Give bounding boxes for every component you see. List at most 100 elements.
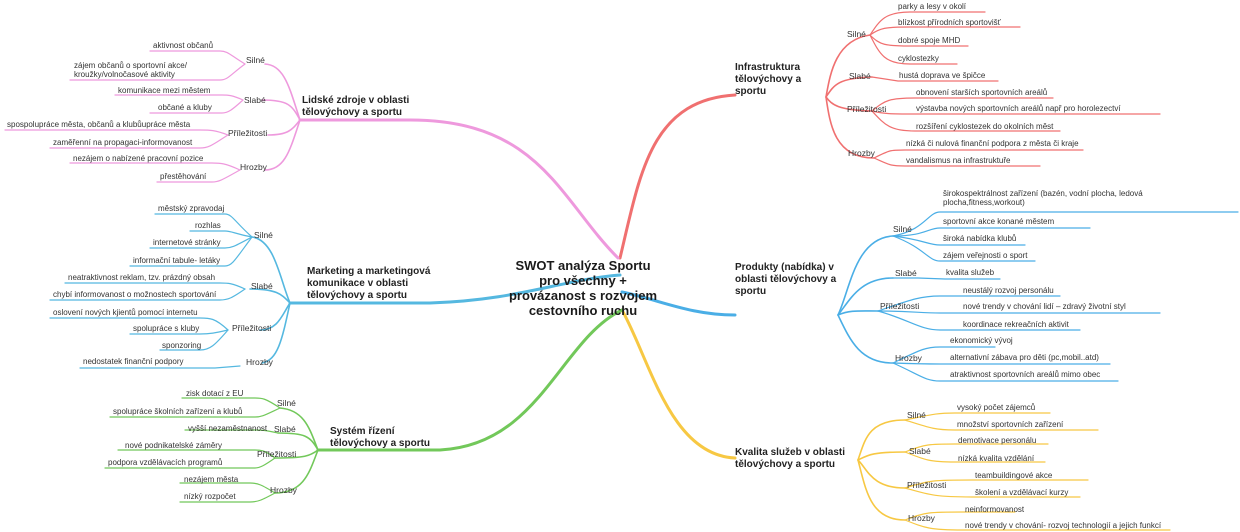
category-slabe[interactable]: Slabé: [895, 268, 917, 278]
leaf-item[interactable]: neustálý rozvoj personálu: [963, 286, 1054, 295]
leaf-item[interactable]: podpora vzdělávacích programů: [108, 458, 223, 467]
leaf-item[interactable]: nezájem o nabízené pracovní pozice: [73, 154, 204, 163]
leaf-item[interactable]: nové trendy v chování- rozvoj technologi…: [965, 521, 1162, 530]
leaf-item[interactable]: dobré spoje MHD: [898, 36, 961, 45]
category-hrozby[interactable]: Hrozby: [270, 485, 297, 495]
category-prilezitosti[interactable]: Příležitosti: [880, 301, 920, 311]
leaf-item[interactable]: rozhlas: [195, 221, 221, 230]
leaf-item[interactable]: nízká či nulová finanční podpora z města…: [906, 139, 1079, 148]
leaf-item[interactable]: vandalismus na infrastruktuře: [906, 156, 1011, 165]
category-hrozby[interactable]: Hrozby: [848, 148, 875, 158]
leaf-item[interactable]: hustá doprava ve špičce: [899, 71, 986, 80]
leaf-item[interactable]: nízký rozpočet: [184, 492, 236, 501]
connector-line: [274, 449, 319, 494]
leaf-item[interactable]: spolupráce školních zařízení a klubů: [113, 407, 243, 416]
category-hrozby[interactable]: Hrozby: [908, 513, 935, 523]
connector-line: [69, 63, 246, 81]
leaf-item[interactable]: zájem veřejnosti o sport: [943, 251, 1028, 260]
category-hrozby[interactable]: Hrozby: [895, 353, 922, 363]
leaf-item[interactable]: občané a kluby: [158, 103, 212, 112]
connector-line: [114, 94, 244, 101]
branch-lidske-zdroje[interactable]: Lidské zdroje v oblasti tělovýchovy a sp…: [302, 95, 410, 118]
connector-line: [892, 362, 1111, 365]
branch-marketing[interactable]: Marketing a marketingová komunikace v ob…: [307, 266, 431, 301]
leaf-item[interactable]: nové trendy v chování lidí – zdravý živo…: [963, 302, 1126, 311]
connector-line: [149, 50, 246, 65]
leaf-item[interactable]: informační tabule- letáky: [133, 256, 221, 265]
leaf-item[interactable]: městský zpravodaj: [158, 204, 225, 213]
category-slabe[interactable]: Slabé: [244, 95, 266, 105]
category-slabe[interactable]: Slabé: [909, 446, 931, 456]
leaf-item[interactable]: alternativní zábava pro děti (pc,mobil..…: [950, 353, 1099, 362]
leaf-item[interactable]: nedostatek finanční podpory: [83, 357, 184, 366]
branch-system-rizeni[interactable]: Systém řízení tělovýchovy a sportu: [330, 426, 431, 449]
leaf-item[interactable]: spolupráce s kluby: [133, 324, 200, 333]
category-prilezitosti[interactable]: Příležitosti: [907, 480, 947, 490]
category-silne[interactable]: Silné: [893, 224, 912, 234]
leaf-item[interactable]: teambuildingové akce: [975, 471, 1053, 480]
leaf-item[interactable]: zisk dotací z EU: [186, 389, 244, 398]
leaf-item[interactable]: široká nabídka klubů: [943, 234, 1017, 243]
leaf-item[interactable]: atraktivnost sportovních areálů mimo obe…: [950, 370, 1101, 379]
category-prilezitosti[interactable]: Příležitosti: [228, 128, 268, 138]
leaf-item[interactable]: komunikace mezi městem: [118, 86, 211, 95]
leaf-item[interactable]: množství sportovních zařízení: [957, 420, 1064, 429]
leaf-item[interactable]: nízká kvalita vzdělání: [958, 454, 1035, 463]
leaf-item[interactable]: obnovení starších sportovních areálů: [916, 88, 1048, 97]
branch-produkty[interactable]: Produkty (nabídka) v oblasti tělovýchovy…: [735, 262, 837, 297]
category-silne[interactable]: Silné: [907, 410, 926, 420]
connector-line: [179, 492, 276, 503]
leaf-item[interactable]: aktivnost občanů: [153, 41, 214, 50]
leaf-item[interactable]: koordinace rekreačních aktivit: [963, 320, 1069, 329]
category-slabe[interactable]: Slabé: [274, 424, 296, 434]
connector-line: [259, 302, 291, 331]
leaf-item[interactable]: parky a lesy v okolí: [898, 2, 967, 11]
leaf-item[interactable]: sportovní akce konané městem: [943, 217, 1055, 226]
category-prilezitosti[interactable]: Příležitosti: [232, 323, 272, 333]
connector-line: [869, 34, 969, 47]
category-prilezitosti[interactable]: Příležitosti: [847, 104, 887, 114]
connector-line: [869, 11, 986, 36]
leaf-item[interactable]: přestěhování: [160, 172, 207, 181]
leaf-item[interactable]: sponzoring: [162, 341, 202, 350]
connector-line: [904, 443, 1049, 453]
connector-line: [837, 314, 894, 364]
leaf-item[interactable]: kvalita služeb: [946, 268, 995, 277]
category-silne[interactable]: Silné: [246, 55, 265, 65]
category-slabe[interactable]: Slabé: [849, 71, 871, 81]
leaf-item[interactable]: neinformovanost: [965, 505, 1025, 514]
category-prilezitosti[interactable]: Příležitosti: [257, 449, 297, 459]
leaf-item[interactable]: rozšíření cyklostezek do okolních měst: [916, 122, 1054, 131]
leaf-item[interactable]: chybí informovanost o možnostech sportov…: [53, 290, 217, 299]
leaf-item[interactable]: vyšší nezaměstnanost: [188, 424, 268, 433]
category-hrozby[interactable]: Hrozby: [246, 357, 273, 367]
leaf-item[interactable]: nové podnikatelské záměry: [125, 441, 222, 450]
connector-line: [264, 119, 301, 171]
leaf-item[interactable]: zaměřenní na propagaci-informovanost: [53, 138, 193, 147]
leaf-item[interactable]: blízkost přírodních sportovišť: [898, 18, 1001, 27]
leaf-item[interactable]: širokospektrálnost zařízení (bazén, vodn…: [943, 189, 1143, 207]
leaf-item[interactable]: vysoký počet zájemců: [957, 403, 1036, 412]
connector-line: [892, 362, 1119, 382]
leaf-item[interactable]: nezájem města: [184, 475, 239, 484]
category-hrozby[interactable]: Hrozby: [240, 162, 267, 172]
leaf-item[interactable]: ekonomický vývoj: [950, 336, 1013, 345]
leaf-item[interactable]: internetové stránky: [153, 238, 221, 247]
connector-line: [69, 162, 241, 171]
leaf-item[interactable]: demotivace personálu: [958, 436, 1037, 445]
category-silne[interactable]: Silné: [847, 29, 866, 39]
leaf-item[interactable]: zájem občanů o sportovní akce/ kroužky/v…: [74, 61, 187, 79]
branch-infrastruktura[interactable]: Infrastruktura tělovýchovy a sportu: [735, 62, 802, 97]
leaf-item[interactable]: spospolupráce města, občanů a klubůuprác…: [7, 120, 191, 129]
branch-kvalita[interactable]: Kvalita služeb v oblasti tělovýchovy a s…: [735, 447, 846, 470]
leaf-item[interactable]: oslovení nových kjientů pomocí internetu: [53, 308, 198, 317]
category-slabe[interactable]: Slabé: [251, 281, 273, 291]
connector-line: [189, 230, 253, 238]
central-topic[interactable]: SWOT analýza Sportu pro všechny + prováz…: [508, 258, 658, 318]
leaf-item[interactable]: výstavba nových sportovních areálů např …: [916, 104, 1121, 113]
leaf-item[interactable]: neatraktivnost reklam, tzv. prázdný obsa…: [68, 273, 216, 282]
category-silne[interactable]: Silné: [254, 230, 273, 240]
leaf-item[interactable]: školení a vzdělávací kurzy: [975, 488, 1069, 497]
leaf-item[interactable]: cyklostezky: [898, 54, 939, 63]
category-silne[interactable]: Silné: [277, 398, 296, 408]
